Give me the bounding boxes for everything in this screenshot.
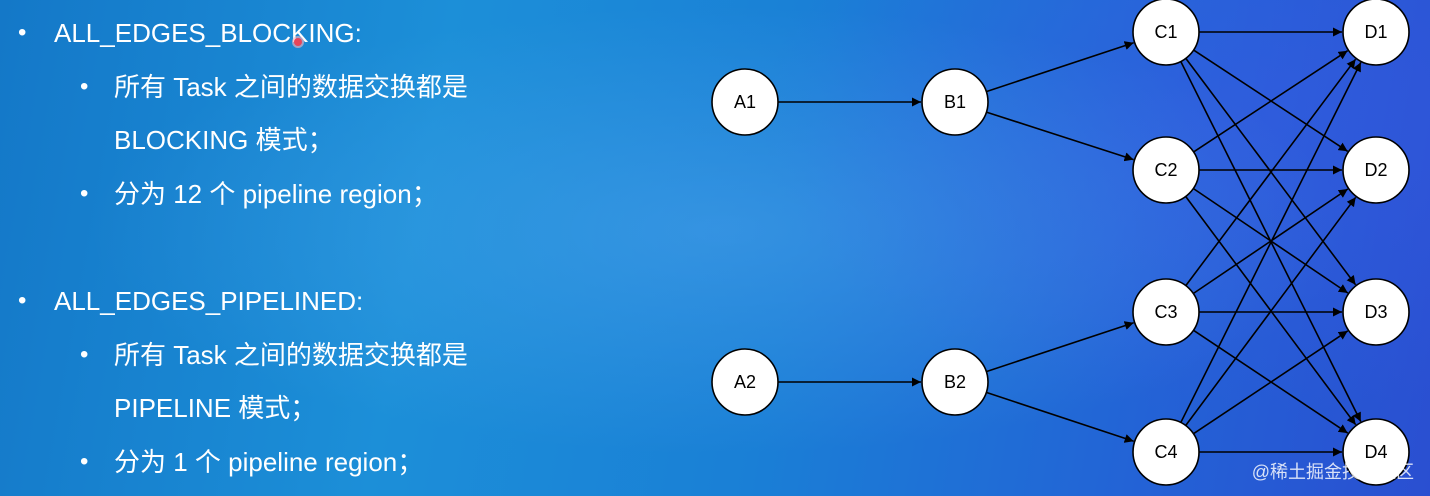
node-circle <box>1132 418 1200 486</box>
node-circle <box>1342 418 1410 486</box>
node-circle <box>1342 136 1410 204</box>
node-label: A2 <box>734 372 756 392</box>
node-label: C2 <box>1154 160 1177 180</box>
node-circle <box>1342 0 1410 66</box>
node-label: D4 <box>1364 442 1387 462</box>
node-label: C3 <box>1154 302 1177 322</box>
node-label: A1 <box>734 92 756 112</box>
section-1-bullet: • <box>18 19 27 46</box>
watermark-text: @稀土掘金技术社区 <box>1251 462 1414 482</box>
node-a1: A1 <box>711 68 779 136</box>
node-circle <box>921 348 989 416</box>
node-circle <box>1132 0 1200 66</box>
section-1-item-2-line-1: 分为 12 个 pipeline region； <box>114 179 438 209</box>
node-d3: D3 <box>1342 278 1410 346</box>
node-c4: C4 <box>1132 418 1200 486</box>
edge-c2-d1 <box>1193 50 1349 153</box>
edge-c4-d3 <box>1193 330 1349 435</box>
node-label: C4 <box>1154 442 1177 462</box>
node-c3: C3 <box>1132 278 1200 346</box>
node-label: D3 <box>1364 302 1387 322</box>
graph-edges <box>778 27 1362 457</box>
node-circle <box>1132 278 1200 346</box>
node-label: B1 <box>944 92 966 112</box>
section-1-heading: ALL_EDGES_BLOCKING: <box>54 18 362 48</box>
node-label: B2 <box>944 372 966 392</box>
section-2-heading: ALL_EDGES_PIPELINED: <box>54 286 364 316</box>
node-label: C1 <box>1154 22 1177 42</box>
edge-b1-c1 <box>986 41 1134 93</box>
node-circle <box>1342 278 1410 346</box>
edge-c4-d2 <box>1185 196 1357 426</box>
section-2-item-1-line-1: 所有 Task 之间的数据交换都是 <box>114 340 468 370</box>
node-a2: A2 <box>711 348 779 416</box>
edge-b2-c4 <box>986 391 1134 443</box>
edge-c4-d1 <box>1180 62 1362 423</box>
laser-pointer-dot <box>294 38 302 46</box>
section-1-item-1-bullet: • <box>80 73 89 100</box>
node-label: D2 <box>1364 160 1387 180</box>
node-b2: B2 <box>921 348 989 416</box>
edge-b2-c3 <box>986 321 1134 373</box>
section-2-item-2-line-1: 分为 1 个 pipeline region； <box>114 447 424 477</box>
node-c1: C1 <box>1132 0 1200 66</box>
section-1-item-1-line-2: BLOCKING 模式； <box>114 125 334 155</box>
section-2-bullet: • <box>18 287 27 314</box>
node-c2: C2 <box>1132 136 1200 204</box>
node-circle <box>711 68 779 136</box>
node-d1: D1 <box>1342 0 1410 66</box>
edge-c3-d1 <box>1185 58 1357 287</box>
node-circle <box>711 348 779 416</box>
section-2-item-2-bullet: • <box>80 448 89 475</box>
edge-b1-c2 <box>986 111 1134 162</box>
node-circle <box>1132 136 1200 204</box>
section-1-item-2-bullet: • <box>80 180 89 207</box>
node-d4: D4 <box>1342 418 1410 486</box>
node-d2: D2 <box>1342 136 1410 204</box>
node-label: D1 <box>1364 22 1387 42</box>
section-1-item-1-line-1: 所有 Task 之间的数据交换都是 <box>114 72 468 102</box>
node-b1: B1 <box>921 68 989 136</box>
section-2-item-1-bullet: • <box>80 341 89 368</box>
section-2-item-1-line-2: PIPELINE 模式； <box>114 393 317 423</box>
node-circle <box>921 68 989 136</box>
slide-text-panel: • ALL_EDGES_BLOCKING: • 所有 Task 之间的数据交换都… <box>0 0 680 496</box>
